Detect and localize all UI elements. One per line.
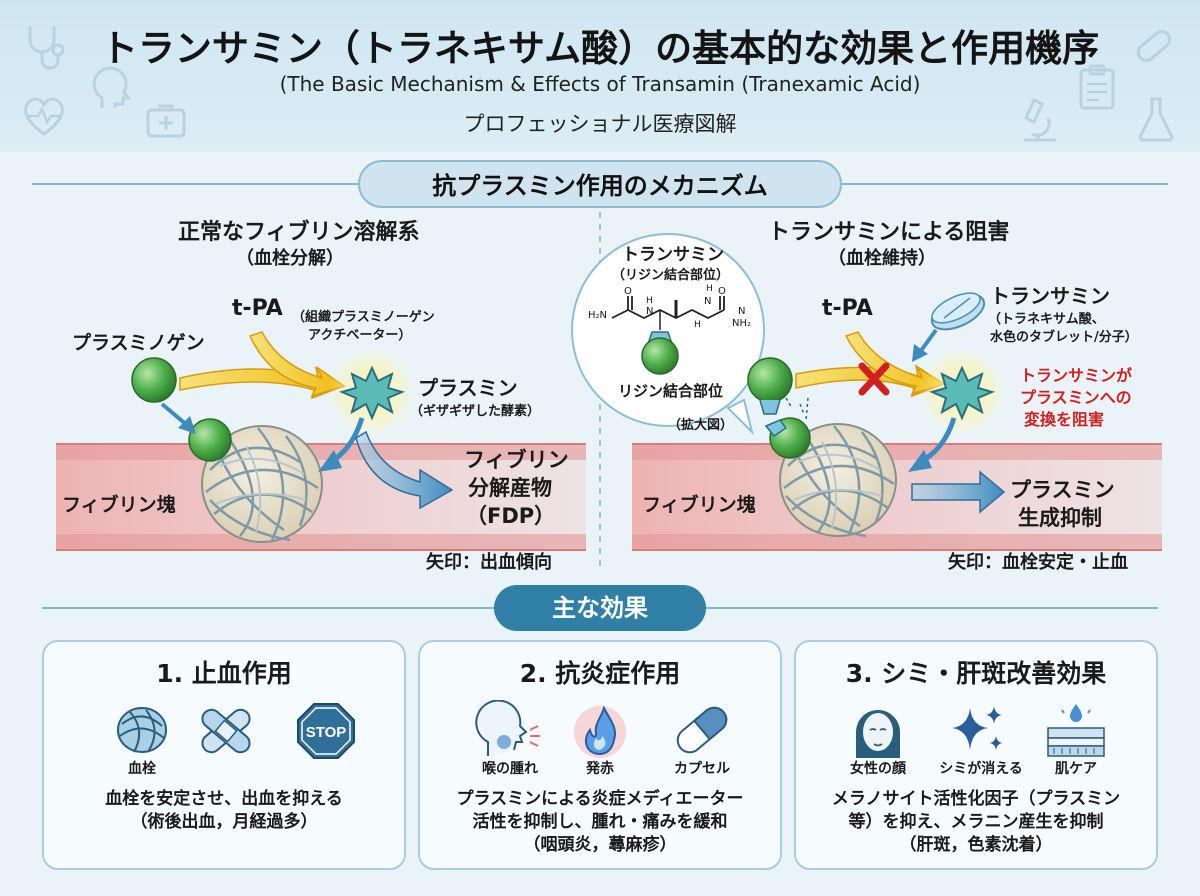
capsule-icon	[676, 706, 728, 754]
header: トランサミン（トラネキサム酸）の基本的な効果と作用機序 (The Basic M…	[0, 0, 1200, 152]
chem-n2: N	[704, 296, 712, 307]
warning-line-3: 変換を阻害	[1024, 410, 1105, 429]
clipboard-icon	[1079, 64, 1115, 110]
stop-text: STOP	[306, 724, 347, 741]
card-title: 1. 止血作用	[156, 659, 292, 688]
tablet-icon	[930, 292, 986, 331]
transamin-desc1: （トラネキサム酸、	[988, 312, 1105, 327]
clot-label-right: フィブリン塊	[642, 494, 756, 516]
stethoscope-icon	[28, 26, 65, 70]
fdp-label-2: 分解産物	[468, 476, 552, 500]
arrow-note-left: 矢印：出血傾向	[426, 552, 552, 573]
woman-face-icon	[856, 710, 900, 758]
warning-line-2: プラスミンへの	[1020, 388, 1132, 407]
chem-n3: N	[738, 306, 746, 317]
blood-vessel-right	[632, 443, 1162, 551]
effect-card-anti-inflammatory: 2. 抗炎症作用 喉の腫れ 発赤 カプセル プラスミンによる炎症メディエーター …	[418, 640, 782, 870]
inhibited-subtitle: （血栓維持）	[828, 248, 936, 269]
zoom-site-label: リジン結合部位	[618, 382, 724, 400]
mechanism-divider-left	[32, 183, 358, 185]
chem-nh2b: NH₂	[732, 318, 752, 329]
plasmin-star	[339, 365, 405, 421]
card-icon-label: 肌ケア	[1055, 761, 1097, 777]
yellow-arrow-tpa	[248, 331, 346, 398]
arrow-note-right: 矢印：血栓安定・止血	[948, 552, 1128, 573]
page-subtitle-en: (The Basic Mechanism & Effects of Transa…	[279, 72, 921, 96]
thrombus-icon	[117, 707, 167, 753]
card-title: 3. シミ・肝斑改善効果	[845, 659, 1107, 688]
card-icon-label: シミが消える	[939, 761, 1023, 777]
effect-card-hemostasis: 1. 止血作用 血栓 STOP 血栓を安定させ、出血を抑える （術後出血，月経過…	[42, 640, 406, 870]
chem-o2: O	[718, 286, 726, 297]
fibrin-clot-right	[779, 423, 897, 538]
chem-nh2: H₂N	[588, 310, 608, 321]
microscope-icon	[1024, 97, 1056, 142]
plasmin-desc: （ギザギザした酵素）	[410, 404, 541, 419]
card-icon-label: 血栓	[128, 761, 156, 777]
card-icon-label: カプセル	[674, 761, 730, 777]
tpa-desc1: （組織プラスミノーゲン	[292, 310, 435, 325]
tpa-label: t-PA	[232, 296, 283, 321]
effect-card-skin: 3. シミ・肝斑改善効果 女性の顔 シミが消える 肌ケア メラノサイト活性化因子…	[794, 640, 1158, 870]
mechanism-section-label: 抗プラスミン作用のメカニズム	[358, 160, 842, 208]
effects-divider-right	[706, 607, 1158, 609]
page-subtitle: プロフェッショナル医療図解	[463, 112, 737, 136]
sparkle-icon	[952, 706, 1002, 750]
skin-care-icon	[1047, 704, 1105, 757]
fdp-label-1: フィブリン	[464, 448, 569, 472]
page-title: トランサミン（トラネキサム酸）の基本的な効果と作用機序	[100, 27, 1100, 70]
normal-title: 正常なフィブリン溶解系	[178, 220, 420, 245]
chem-o1: O	[624, 286, 632, 297]
chem-h1: H	[646, 296, 653, 306]
fdp-arrow	[355, 430, 454, 510]
plasmin-star-right	[929, 365, 995, 421]
warning-line-1: トランサミンが	[1020, 366, 1133, 385]
card-title: 2. 抗炎症作用	[519, 659, 681, 688]
chem-h3: H	[706, 284, 713, 294]
card-icon-label: 発赤	[586, 761, 614, 777]
card-desc: プラスミンによる炎症メディエーター 活性を抑制し、腫れ・痛みを緩和 （咽頭炎，蕁…	[456, 789, 744, 855]
effects-divider-left	[42, 607, 494, 609]
plasminogen-label: プラスミノゲン	[72, 332, 205, 354]
stop-sign-icon: STOP	[297, 703, 355, 759]
tpa-desc2: アクチベーター）	[308, 328, 412, 343]
plasmin-label: プラスミン	[418, 376, 518, 400]
normal-subtitle: （血栓分解）	[236, 248, 344, 269]
tpa-label-right: t-PA	[822, 296, 873, 321]
inhibited-title: トランサミンによる阻害	[768, 220, 1010, 245]
first-aid-icon	[146, 104, 186, 138]
transamin-desc2: 水色のタブレット/分子）	[990, 330, 1138, 345]
flame-icon	[574, 705, 626, 758]
plasmin-suppression-arrow	[911, 470, 1006, 514]
card-icon-label: 喉の腫れ	[482, 761, 538, 777]
zoom-bubble	[571, 233, 765, 436]
flask-icon	[1138, 97, 1174, 142]
zoom-title: トランサミン	[622, 245, 724, 265]
transamin-label: トランサミン	[990, 284, 1110, 308]
plasminogen-ball-right	[747, 357, 793, 403]
card-desc: 血栓を安定させ、出血を抑える （術後出血，月経過多）	[105, 789, 343, 832]
card-desc: メラノサイト活性化因子（プラスミン 等）を抑え、メラニン産生を抑制 （肝斑，色素…	[831, 789, 1121, 855]
zoom-label: （拡大図）	[668, 418, 734, 433]
clot-label-left: フィブリン塊	[62, 494, 176, 516]
effects-section-label: 主な効果	[494, 585, 706, 631]
inhibit-cross-icon	[858, 362, 890, 396]
plasminogen-bound-ball	[188, 418, 232, 462]
chem-n1: N	[646, 306, 654, 317]
result-label-1: プラスミン	[1010, 478, 1115, 502]
card-icon-label: 女性の顔	[850, 761, 906, 777]
chem-h2: H	[694, 320, 701, 330]
throat-icon	[475, 700, 540, 756]
heart-icon	[24, 97, 64, 136]
mechanism-divider-right	[842, 183, 1168, 185]
head-icon	[92, 66, 131, 108]
bandage-icon	[201, 708, 251, 754]
plasminogen-ball	[131, 357, 177, 403]
result-label-2: 生成抑制	[1018, 506, 1102, 530]
fibrin-clot-left	[201, 425, 323, 543]
fdp-label-3: （FDP）	[466, 504, 556, 528]
pill-icon	[1136, 30, 1172, 62]
zoom-subtitle: （リジン結合部位）	[612, 268, 730, 283]
